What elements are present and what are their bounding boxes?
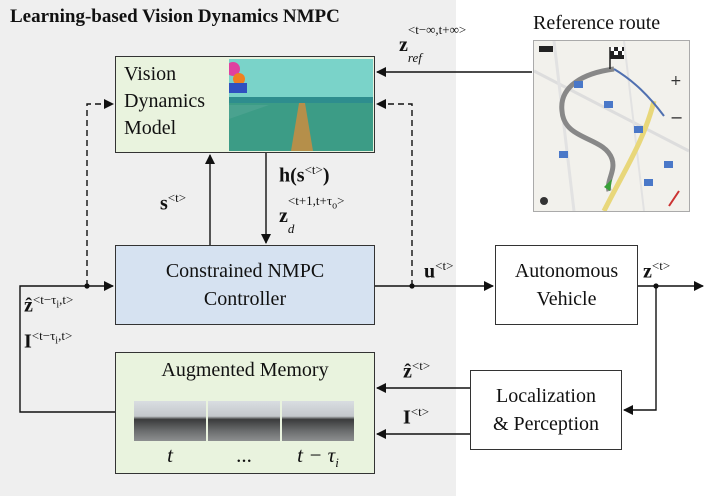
- diagram-title: Learning-based Vision Dynamics NMPC: [10, 6, 340, 27]
- zhat-memory-label: ẑ<t−τi,t>: [24, 292, 74, 317]
- svg-text:−: −: [670, 108, 683, 127]
- reference-route-map: + −: [533, 40, 690, 213]
- memory-frame-mid: [208, 401, 280, 441]
- zhat-localization-label: ẑ<t>: [403, 358, 431, 383]
- h-label: h(s<t>): [279, 162, 330, 187]
- predicted-scene-image: [226, 59, 373, 151]
- vdm-label: Vision Dynamics Model: [124, 63, 206, 139]
- memory-frame-t-tau: [282, 401, 354, 441]
- memory-label-t: t: [167, 443, 173, 467]
- memory-label-t-tau: t − τi: [297, 443, 339, 471]
- reference-route-label: Reference route: [533, 12, 661, 34]
- augmented-memory-block: Augmented Memory t ... t − τi: [115, 352, 375, 474]
- I-localization-label: I<t>: [403, 404, 430, 429]
- memory-label-dots: ...: [236, 443, 252, 467]
- z-output-label: z<t>: [643, 258, 671, 283]
- memory-frame-t: [134, 401, 206, 441]
- u-label: u<t>: [424, 258, 454, 283]
- autonomous-vehicle-block: Autonomous Vehicle: [495, 245, 638, 325]
- zref-label: z<t−∞,t+∞>ref: [399, 22, 467, 65]
- vision-dynamics-model-block: Vision Dynamics Model: [115, 56, 375, 153]
- s-label: s<t>: [160, 190, 187, 215]
- zd-label: z<t+1,t+τo>d: [279, 193, 345, 236]
- I-memory-label: I<t−τi,t>: [24, 328, 73, 353]
- localization-perception-block: Localization & Perception: [470, 370, 622, 450]
- nmpc-controller-block: Constrained NMPC Controller: [115, 245, 375, 325]
- memory-title: Augmented Memory: [161, 359, 329, 381]
- svg-text:+: +: [670, 73, 682, 89]
